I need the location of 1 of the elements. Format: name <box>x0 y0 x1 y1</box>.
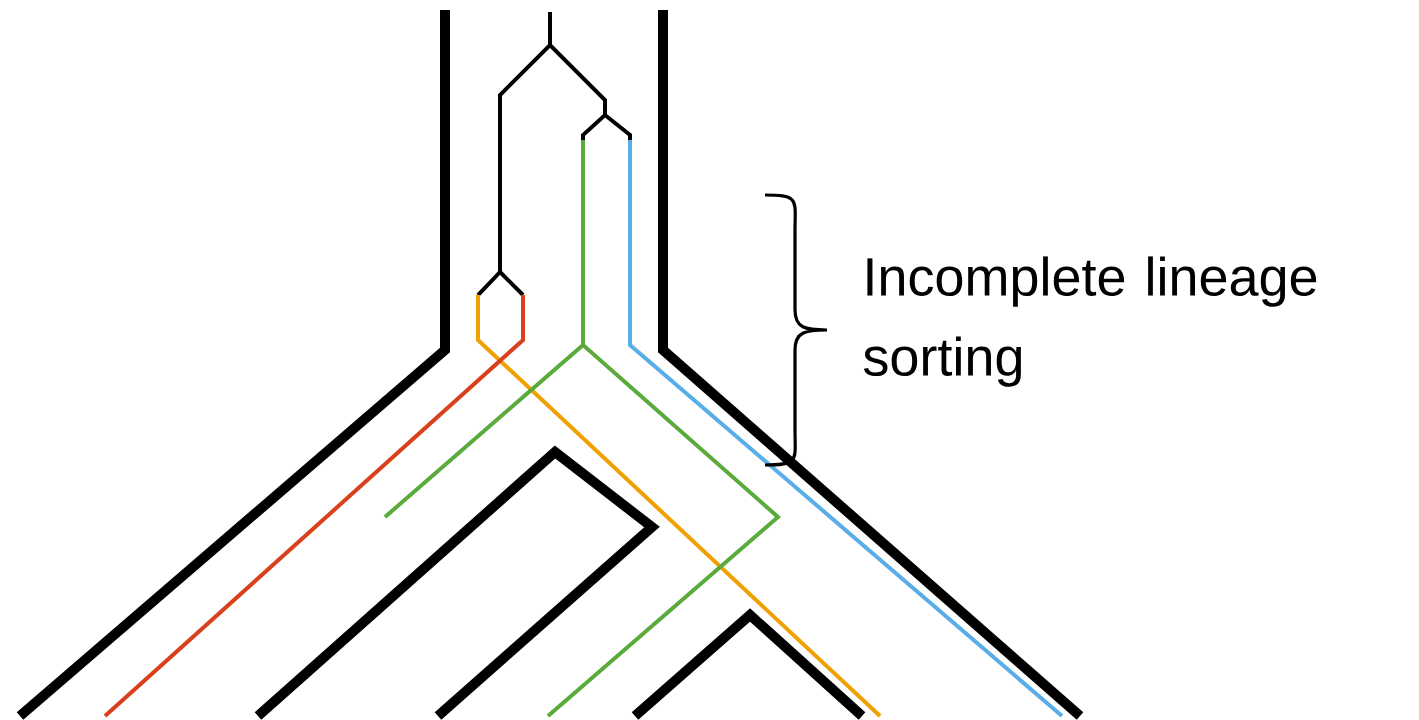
annotation-text: Incomplete lineage sorting <box>863 256 1317 387</box>
